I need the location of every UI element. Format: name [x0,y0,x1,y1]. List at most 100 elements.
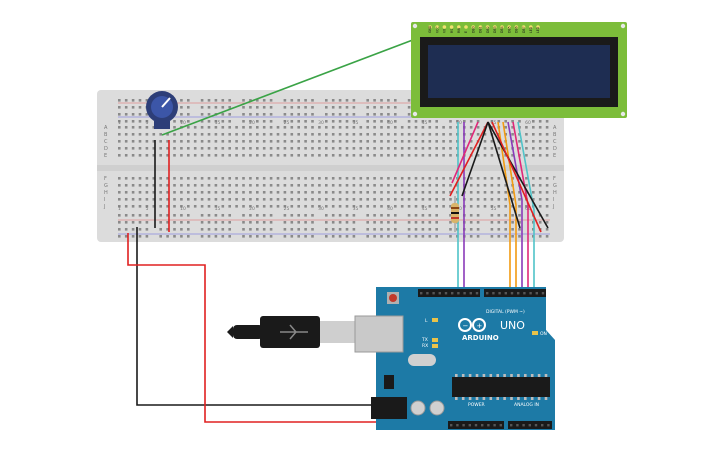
wire-cyan-2[interactable] [517,121,535,290]
breadboard-hole [331,191,335,194]
lcd-pin[interactable] [521,25,526,29]
lcd-pin[interactable] [493,25,497,29]
header-pin[interactable] [462,424,465,427]
wire-orange-2[interactable] [502,121,517,290]
header-pin[interactable] [541,424,544,427]
header-pin[interactable] [463,292,466,295]
wire-black-lcd-1[interactable] [461,121,489,197]
wire-purple-2[interactable] [507,121,523,290]
wire-red-lcd[interactable] [449,121,489,197]
header-pin[interactable] [486,292,489,295]
header-pin[interactable] [469,292,472,295]
header-pin[interactable] [474,424,478,427]
header-pin[interactable] [517,292,520,295]
breadboard-hole [373,228,376,231]
breadboard-hole [394,147,397,150]
breadboard-hole [180,140,183,143]
wire-orange-1[interactable] [497,121,511,290]
header-pin[interactable] [444,292,448,295]
header-pin[interactable] [510,292,514,295]
row-letter: J [103,204,105,210]
header-pin[interactable] [438,292,441,295]
breadboard-hole [373,184,376,187]
header-pin[interactable] [420,292,423,295]
lcd-pin[interactable] [507,25,512,29]
header-pin[interactable] [475,292,479,295]
lcd-pin[interactable] [442,25,447,29]
breadboard-hole [421,228,425,231]
header-pin[interactable] [535,292,538,295]
breadboard-hole [380,198,383,201]
lcd-pin[interactable] [471,25,476,29]
reset-button[interactable] [389,294,397,302]
lcd-pin[interactable] [457,25,461,29]
header-pin[interactable] [516,424,519,427]
breadboard-hole [318,184,321,187]
header-pin[interactable] [504,292,507,295]
wire-pink-lcd[interactable] [451,121,479,184]
breadboard-hole [490,221,494,224]
header-pin[interactable] [499,424,502,427]
lcd-pin[interactable] [464,25,468,29]
header-pin[interactable] [547,424,550,427]
lcd-pin[interactable] [478,25,483,29]
lcd-pin[interactable] [449,25,454,29]
breadboard-hole [449,214,452,217]
breadboard-hole [525,205,528,208]
wire-black-lcd-3[interactable] [487,121,549,229]
header-pin[interactable] [492,292,495,295]
header-pin[interactable] [450,424,453,427]
lcd-pin[interactable] [514,25,519,29]
breadboard-hole [442,191,445,194]
header-pin[interactable] [510,424,513,427]
header-pin[interactable] [541,292,545,295]
lcd-pin[interactable] [428,25,432,29]
breadboard-hole [325,191,328,194]
wire-red-5v[interactable] [127,233,384,423]
chip-leg [468,397,472,400]
header-pin[interactable] [529,292,532,295]
breadboard-hole [304,120,307,123]
breadboard-hole [366,177,369,180]
wire-pink[interactable] [512,121,529,290]
wire-green-contrast[interactable] [161,37,419,136]
header-pin[interactable] [523,292,526,295]
breadboard-hole [131,126,135,129]
header-pin[interactable] [426,292,429,295]
header-pin[interactable] [493,424,496,427]
breadboard-hole [449,177,452,180]
header-pin[interactable] [498,292,501,295]
header-pin[interactable] [451,292,454,295]
arduino-board[interactable]: − + ARDUINO UNO DIGITAL (PWM ~) POWER AN… [354,287,555,430]
header-pin[interactable] [468,424,471,427]
breadboard-hole [187,184,190,187]
breadboard-hole [249,99,252,102]
breadboard-hole [290,154,294,157]
usb-cable[interactable] [227,316,356,348]
lcd-pin[interactable] [435,25,440,29]
lcd-pin[interactable] [529,25,533,29]
breadboard-hole [387,198,390,201]
header-pin[interactable] [457,292,460,295]
lcd-pin[interactable] [536,25,540,29]
potentiometer[interactable] [146,91,178,129]
wire-black-lcd-2[interactable] [487,121,521,229]
header-pin[interactable] [456,424,459,427]
header-pin[interactable] [522,424,525,427]
lcd-pin[interactable] [485,25,490,29]
breadboard-hole [504,235,507,238]
breadboard[interactable]: 1155101015152020252530303535404045455050… [97,90,564,242]
header-pin[interactable] [528,424,531,427]
header-pin[interactable] [534,424,538,427]
lcd-pin[interactable] [500,25,504,29]
breadboard-hole [118,177,121,180]
wire-red-lcd-2[interactable] [491,121,542,233]
breadboard-hole [242,140,245,143]
header-pin[interactable] [481,424,484,427]
resistor[interactable] [451,196,459,232]
header-pin[interactable] [432,292,435,295]
header-pin[interactable] [487,424,490,427]
breadboard-hole [338,228,342,231]
wire-black-ground[interactable] [136,227,384,406]
